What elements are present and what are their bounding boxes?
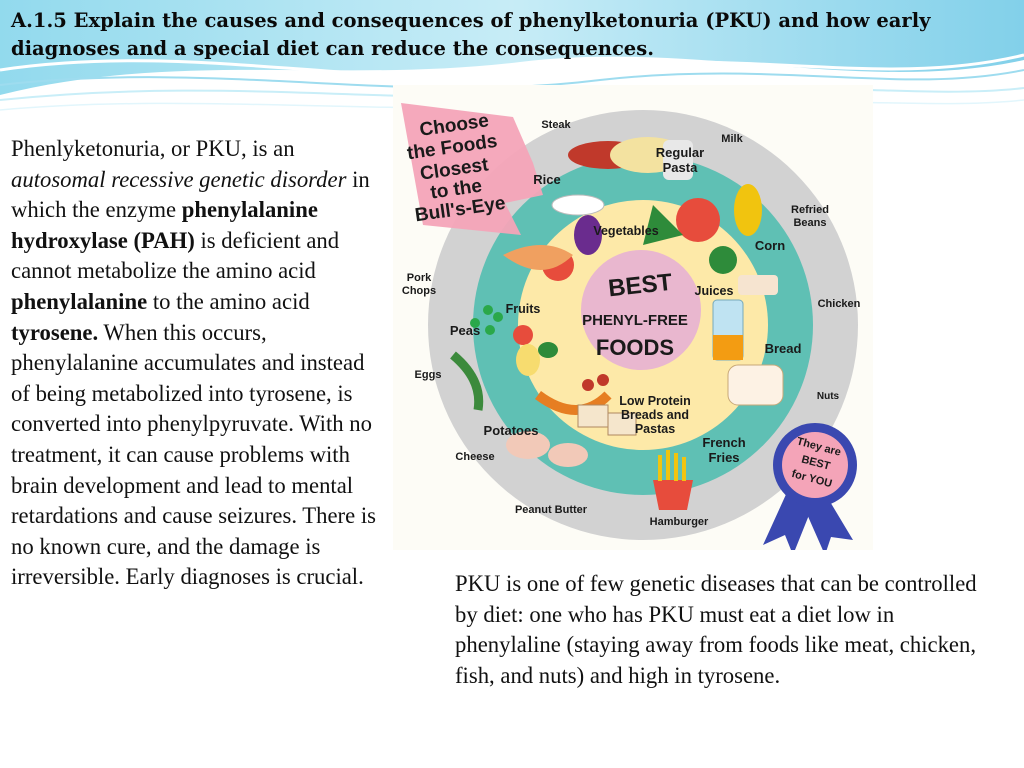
label-juices: Juices — [695, 284, 734, 298]
bullseye-svg: Choose the Foods Closest to the Bull's-E… — [401, 103, 861, 550]
food-illustrations — [450, 137, 784, 510]
text-span: When this occurs, phenylalanine accumula… — [11, 319, 376, 590]
label-hamburger: Hamburger — [650, 516, 709, 528]
text-span: is deficient and cannot metabolize the a… — [11, 227, 340, 284]
diet-bullseye-figure: Choose the Foods Closest to the Bull's-E… — [393, 85, 873, 550]
center-circle — [581, 250, 701, 370]
label-milk: Milk — [721, 133, 743, 145]
label-french-fries-1: French — [702, 435, 745, 450]
label-bread: Bread — [765, 341, 802, 356]
label-pork-chops-1: Pork — [407, 272, 432, 284]
slide-title: A.1.5 Explain the causes and consequence… — [11, 9, 931, 60]
text-bold: tyrosene. — [11, 319, 99, 345]
label-corn: Corn — [755, 238, 785, 253]
label-chicken: Chicken — [818, 298, 861, 310]
label-low-protein-1: Low Protein — [619, 394, 691, 408]
label-regular-pasta-1: Regular — [656, 145, 704, 160]
label-low-protein-3: Pastas — [635, 422, 675, 436]
label-french-fries-2: Fries — [708, 450, 739, 465]
label-cheese: Cheese — [455, 451, 494, 463]
right-paragraph: PKU is one of few genetic diseases that … — [455, 571, 977, 688]
label-rice: Rice — [533, 172, 560, 187]
text-italic: autosomal recessive genetic disorder — [11, 166, 347, 192]
label-nuts: Nuts — [817, 391, 840, 402]
center-best: BEST — [607, 269, 674, 303]
label-steak: Steak — [541, 119, 571, 131]
text-span: to the amino acid — [147, 288, 310, 314]
center-phenyl-free: PHENYL-FREE — [582, 312, 688, 329]
label-eggs: Eggs — [415, 369, 442, 381]
text-bold: phenylalanine — [11, 288, 148, 314]
header-wave-decoration — [0, 0, 1024, 111]
best-for-you-ribbon: They are BEST for YOU — [763, 423, 857, 550]
label-regular-pasta-2: Pasta — [663, 160, 698, 175]
center-foods: FOODS — [596, 335, 674, 360]
label-low-protein-2: Breads and — [621, 408, 689, 422]
label-vegetables: Vegetables — [593, 224, 658, 238]
label-refried-beans-1: Refried — [791, 204, 829, 216]
text-span: in which the enzyme — [11, 166, 370, 223]
text-bold: phenylalanine hydroxylase (PAH) — [11, 197, 318, 253]
label-peas: Peas — [450, 323, 480, 338]
label-pork-chops-2: Chops — [402, 285, 436, 297]
label-refried-beans-2: Beans — [793, 217, 826, 229]
arrow-callout: Choose the Foods Closest to the Bull's-E… — [401, 103, 543, 235]
label-fruits: Fruits — [506, 302, 541, 316]
label-potatoes: Potatoes — [484, 423, 539, 438]
left-paragraph: Phenlyketonuria, or PKU, is an autosomal… — [11, 134, 383, 593]
label-peanut-butter: Peanut Butter — [515, 504, 588, 516]
text-span: Phenlyketonuria, or PKU, is an — [11, 136, 295, 161]
